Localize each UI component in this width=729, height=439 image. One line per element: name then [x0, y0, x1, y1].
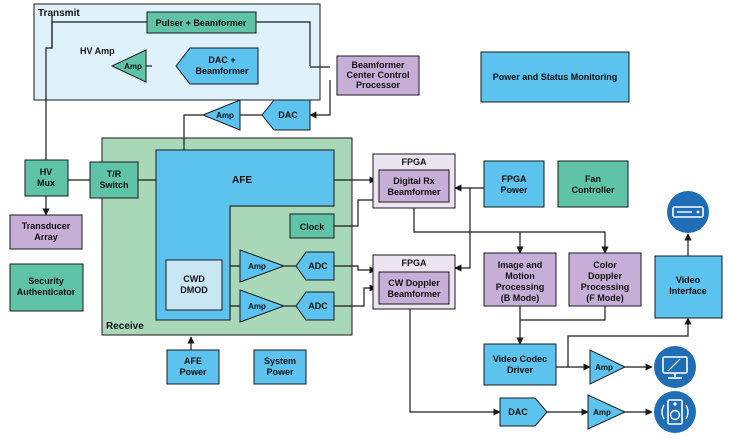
- bccp-label-2: Center Control: [347, 70, 410, 80]
- fan-label-1: Fan: [585, 174, 601, 184]
- image-motion-label-2: Motion: [505, 271, 535, 281]
- power-status-block: Power and Status Monitoring: [480, 51, 630, 103]
- dac-beamformer-label-1: DAC +: [208, 55, 235, 65]
- afe-power-label-2: Power: [179, 367, 207, 377]
- fpga-power-label-2: Power: [500, 185, 528, 195]
- color-doppler-label-3: Processing: [581, 282, 630, 292]
- cwd-label-1: CWD: [183, 274, 205, 284]
- security-label-2: Authenticator: [17, 287, 76, 297]
- dac-beamformer-label-2: Beamformer: [195, 66, 249, 76]
- cwd-dmod-block: CWD DMOD: [165, 259, 223, 311]
- transmit-label: Transmit: [38, 8, 80, 19]
- image-motion-label-1: Image and: [498, 260, 543, 270]
- fpga-power-block: FPGA Power: [483, 160, 545, 208]
- hv-amp-triangle: Amp: [110, 49, 147, 83]
- color-doppler-label-1: Color: [593, 260, 617, 270]
- control-dac-block: DAC: [261, 99, 311, 131]
- bccp-label-1: Beamformer: [351, 60, 405, 70]
- audio-amp: Amp: [587, 394, 627, 430]
- monitor-icon: [654, 346, 696, 388]
- hv-amp-label: HV Amp: [80, 46, 115, 56]
- afe-label: AFE: [232, 175, 252, 186]
- video-codec-driver-block: Video Codec Driver: [483, 343, 557, 386]
- control-dac-label: DAC: [278, 110, 298, 120]
- rx-amp-1: Amp: [239, 249, 286, 283]
- system-power-label-1: System: [264, 356, 296, 366]
- video-codec-label-1: Video Codec: [493, 354, 547, 364]
- pulser-beamformer-label: Pulser + Beamformer: [156, 18, 247, 28]
- clock-label: Clock: [300, 222, 326, 232]
- video-amp-label: Amp: [595, 363, 613, 372]
- pulser-beamformer-block: Pulser + Beamformer: [146, 11, 257, 34]
- video-recorder-icon: [667, 191, 709, 233]
- adc-2-label: ADC: [308, 301, 328, 311]
- transducer-array-block: Transducer Array: [9, 214, 83, 250]
- tr-switch-label-2: Switch: [99, 180, 128, 190]
- video-interface-block: Video Interface: [654, 255, 723, 319]
- digital-rx-label-1: Digital Rx: [393, 176, 435, 186]
- audio-dac-label: DAC: [508, 407, 528, 417]
- image-motion-label-3: Processing: [496, 282, 545, 292]
- beamformer-center-control-block: Beamformer Center Control Processor: [336, 55, 420, 96]
- transducer-label-2: Array: [34, 232, 58, 242]
- clock-block: Clock: [289, 213, 335, 239]
- rx-amp-2-label: Amp: [248, 302, 266, 311]
- fpga-2-label: FPGA: [401, 258, 427, 268]
- video-codec-label-2: Driver: [507, 365, 534, 375]
- rx-amp-2: Amp: [239, 289, 286, 323]
- adc-2: ADC: [295, 291, 335, 321]
- color-doppler-label-2: Doppler: [588, 271, 622, 281]
- hv-mux-label-2: Mux: [37, 178, 55, 188]
- fan-controller-block: Fan Controller: [557, 160, 629, 208]
- speaker-icon: [654, 391, 696, 433]
- security-label-1: Security: [28, 276, 64, 286]
- cwd-label-2: DMOD: [180, 285, 208, 295]
- afe-power-label-1: AFE: [184, 356, 202, 366]
- digital-rx-label-2: Beamformer: [387, 187, 441, 197]
- adc-1-label: ADC: [308, 261, 328, 271]
- afe-power-block: AFE Power: [166, 349, 220, 385]
- adc-1: ADC: [295, 251, 335, 281]
- video-interface-label-2: Interface: [669, 286, 707, 296]
- image-motion-processing-block: Image and Motion Processing (B Mode): [483, 252, 557, 307]
- tr-switch-block: T/R Switch: [89, 161, 139, 199]
- transducer-label-1: Transducer: [22, 221, 71, 231]
- image-motion-label-4: (B Mode): [501, 293, 540, 303]
- video-interface-label-1: Video: [676, 275, 701, 285]
- fpga-power-label-1: FPGA: [501, 174, 527, 184]
- audio-dac-block: DAC: [499, 397, 548, 427]
- dac-beamformer-block: DAC + Beamformer: [175, 47, 259, 85]
- bccp-label-3: Processor: [356, 80, 401, 90]
- fan-label-2: Controller: [571, 185, 614, 195]
- color-doppler-processing-block: Color Doppler Processing (F Mode): [568, 252, 642, 307]
- system-power-label-2: Power: [266, 367, 294, 377]
- cw-doppler-label-2: Beamformer: [387, 289, 441, 299]
- audio-amp-label: Amp: [593, 408, 611, 417]
- tx-amp-triangle: Amp: [201, 99, 241, 131]
- hv-mux-block: HV Mux: [24, 159, 69, 197]
- hv-mux-label-1: HV: [40, 167, 53, 177]
- color-doppler-label-4: (F Mode): [586, 293, 624, 303]
- fpga-cw-doppler: FPGA CW Doppler Beamformer: [372, 254, 456, 310]
- power-status-label: Power and Status Monitoring: [493, 72, 618, 82]
- security-authenticator-block: Security Authenticator: [9, 263, 84, 312]
- tx-amp-label: Amp: [216, 111, 234, 120]
- fpga-digital-rx: FPGA Digital Rx Beamformer: [372, 153, 456, 209]
- tr-switch-label-1: T/R: [107, 169, 122, 179]
- cw-doppler-label-1: CW Doppler: [388, 278, 440, 288]
- receive-label: Receive: [106, 321, 144, 332]
- video-amp: Amp: [589, 349, 627, 385]
- system-power-block: System Power: [253, 349, 307, 385]
- hv-amp-tri-label: Amp: [124, 62, 142, 71]
- fpga-1-label: FPGA: [401, 157, 427, 167]
- rx-amp-1-label: Amp: [248, 262, 266, 271]
